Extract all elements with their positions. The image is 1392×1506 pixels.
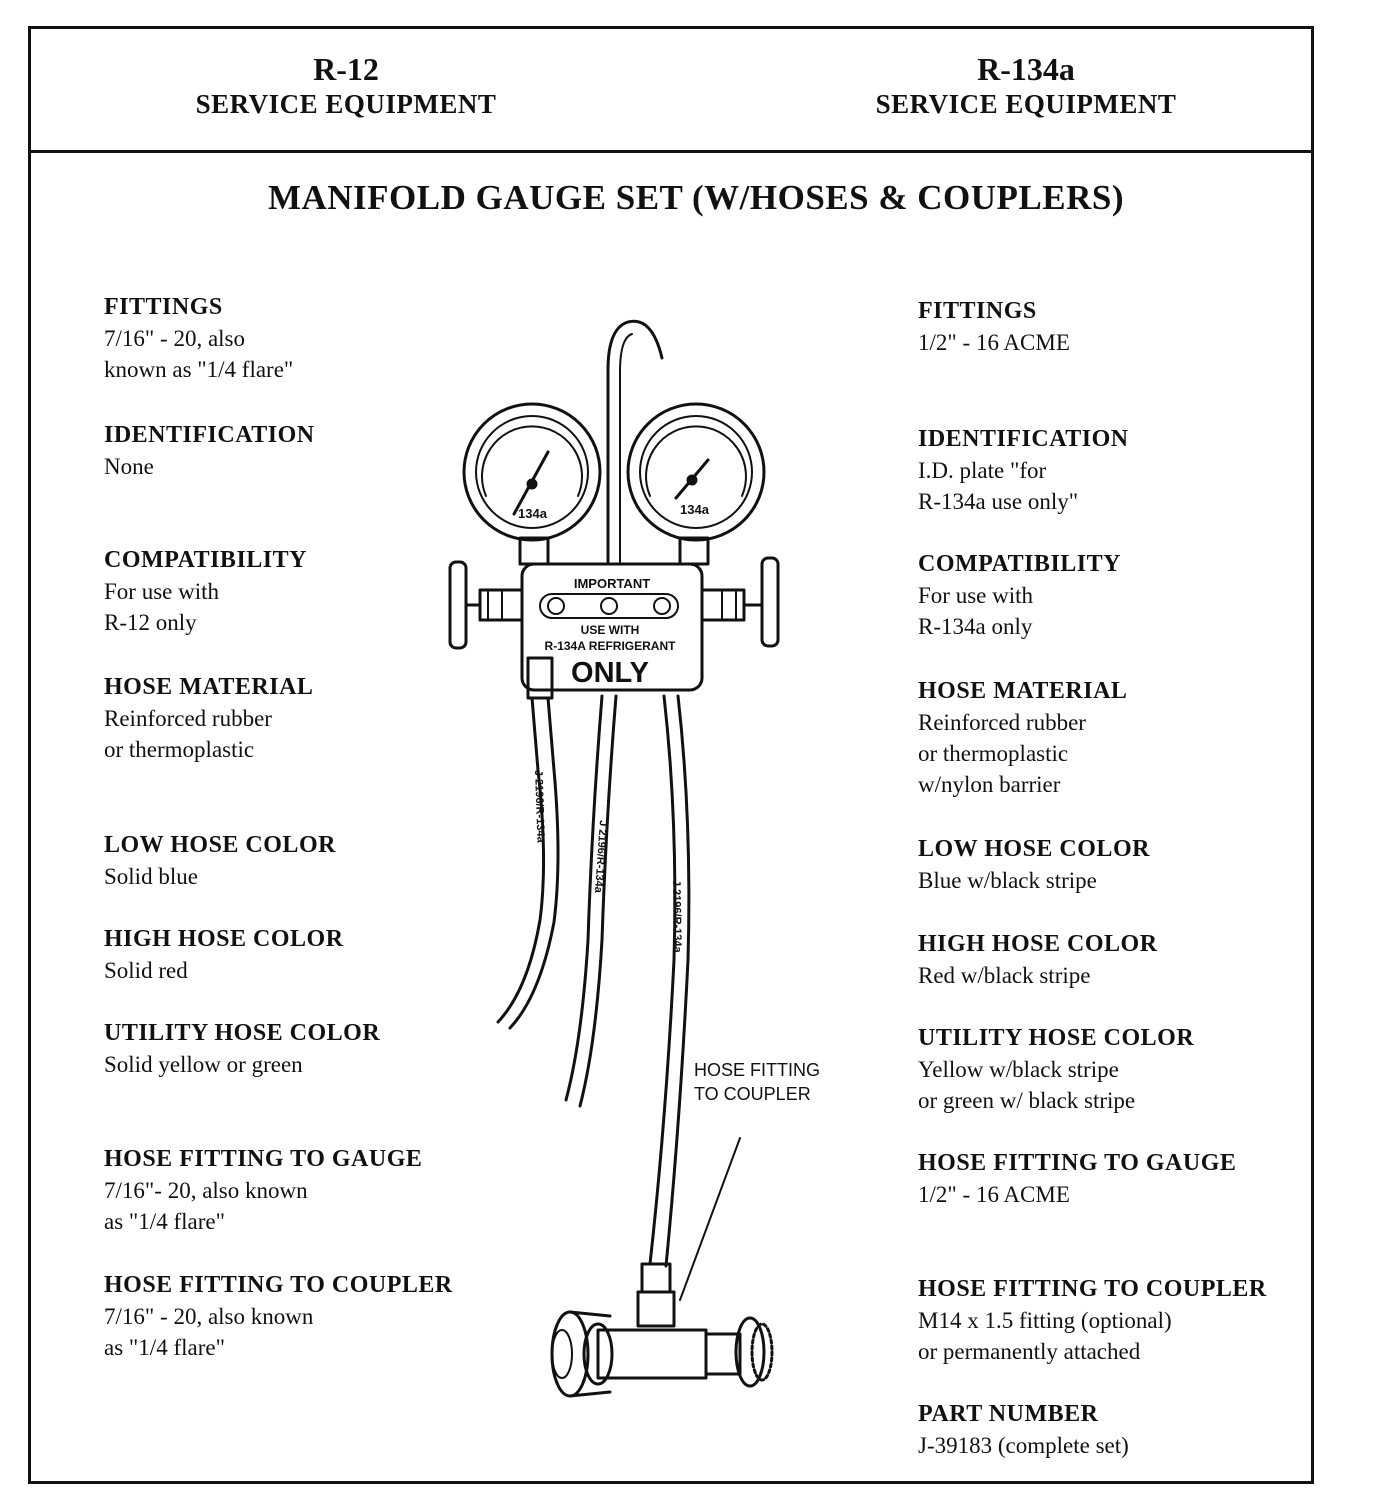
plate-important: IMPORTANT [574,576,650,591]
spec-value: I.D. plate "for R-134a use only" [918,458,1079,514]
right-spec-part-number: PART NUMBER J-39183 (complete set) [918,1399,1129,1461]
header-left: R-12 SERVICE EQUIPMENT [121,51,571,121]
left-spec-fittings: FITTINGS 7/16" - 20, also known as "1/4 … [104,292,293,385]
right-refrigerant-heading: R-134a [977,51,1075,87]
spec-label: FITTINGS [104,294,223,320]
spec-value: Red w/black stripe [918,963,1091,988]
spec-value: None [104,454,154,479]
spec-value: Reinforced rubber or thermoplastic [104,706,272,762]
spec-value: Yellow w/black stripe or green w/ black … [918,1057,1136,1113]
left-refrigerant-heading: R-12 [313,51,379,87]
callout-text: HOSE FITTING TO COUPLER [694,1060,820,1104]
spec-label: HOSE FITTING TO GAUGE [104,1146,423,1172]
spec-value: Solid yellow or green [104,1052,303,1077]
spec-value: Solid red [104,958,188,983]
spec-value: Blue w/black stripe [918,868,1097,893]
left-spec-utility-hose-color: UTILITY HOSE COLOR Solid yellow or green [104,1018,380,1080]
low-valve-knob [448,560,468,650]
right-spec-hose-fitting-coupler: HOSE FITTING TO COUPLER M14 x 1.5 fittin… [918,1274,1267,1367]
spec-label: HOSE FITTING TO COUPLER [104,1272,453,1298]
spec-label: UTILITY HOSE COLOR [104,1020,381,1046]
plate-refrigerant: R-134A REFRIGERANT [545,639,677,653]
hose-print-middle: J 2196/R-134a [592,820,609,894]
left-spec-identification: IDENTIFICATION None [104,420,315,482]
high-valve-knob [760,556,780,648]
right-spec-low-hose-color: LOW HOSE COLOR Blue w/black stripe [918,834,1150,896]
header-right: R-134a SERVICE EQUIPMENT [801,51,1251,121]
manifold-gauge-illustration: 134a 134a IMPORTANT USE WITH R-134A REFR… [448,319,780,1398]
right-spec-identification: IDENTIFICATION I.D. plate "for R-134a us… [918,424,1129,517]
hose-print-right: J 2196/R-134a [670,880,683,954]
hose-fitting-to-coupler-callout: HOSE FITTING TO COUPLER [694,1058,820,1106]
right-spec-hose-material: HOSE MATERIAL Reinforced rubber or therm… [918,676,1127,800]
left-spec-hose-material: HOSE MATERIAL Reinforced rubber or therm… [104,672,313,765]
spec-label: LOW HOSE COLOR [104,832,336,858]
spec-value: Reinforced rubber or thermoplastic w/nyl… [918,710,1086,797]
left-spec-compatibility: COMPATIBILITY For use with R-12 only [104,545,307,638]
hanger-hook [606,319,664,564]
spec-label: HOSE MATERIAL [918,678,1128,704]
spec-label: UTILITY HOSE COLOR [918,1025,1195,1051]
right-gauge-label: 134a [680,502,710,517]
spec-label: IDENTIFICATION [918,426,1129,452]
left-spec-low-hose-color: LOW HOSE COLOR Solid blue [104,830,336,892]
plate-only: ONLY [571,657,649,689]
spec-value: Solid blue [104,864,198,889]
spec-value: For use with R-12 only [104,579,219,635]
low-side-gauge [462,402,602,542]
high-side-hose [648,694,677,1266]
document-frame: R-12 SERVICE EQUIPMENT R-134a SERVICE EQ… [28,26,1314,1484]
manifold-body [520,562,704,692]
spec-value: 7/16"- 20, also known as "1/4 flare" [104,1178,308,1234]
coupler-body [596,1328,708,1380]
spec-value: 1/2" - 16 ACME [918,1182,1070,1207]
page-title: MANIFOLD GAUGE SET (W/HOSES & COUPLERS) [267,178,1125,217]
right-service-equipment: SERVICE EQUIPMENT [875,89,1177,119]
left-spec-hose-fitting-gauge: HOSE FITTING TO GAUGE 7/16"- 20, also kn… [104,1144,422,1237]
spec-label: COMPATIBILITY [918,551,1121,577]
left-service-equipment: SERVICE EQUIPMENT [195,89,497,119]
spec-value: For use with R-134a only [918,583,1033,639]
hose-print-left: J 2196/R-134a [532,770,547,844]
spec-value: 7/16" - 20, also known as "1/4 flare" [104,1304,314,1360]
spec-value: M14 x 1.5 fitting (optional) or permanen… [918,1308,1172,1364]
left-gauge-label: 134a [518,506,548,521]
left-spec-hose-fitting-coupler: HOSE FITTING TO COUPLER 7/16" - 20, also… [104,1270,453,1363]
right-spec-utility-hose-color: UTILITY HOSE COLOR Yellow w/black stripe… [918,1023,1194,1116]
utility-hose [564,694,604,1102]
right-spec-hose-fitting-gauge: HOSE FITTING TO GAUGE 1/2" - 16 ACME [918,1148,1236,1210]
plate-use-with: USE WITH [581,623,640,637]
spec-label: HOSE MATERIAL [104,674,314,700]
callout-leader [679,1137,741,1301]
spec-value: J-39183 (complete set) [918,1433,1129,1458]
left-spec-high-hose-color: HIGH HOSE COLOR Solid red [104,924,344,986]
spec-value: 7/16" - 20, also known as "1/4 flare" [104,326,294,382]
header-row: R-12 SERVICE EQUIPMENT R-134a SERVICE EQ… [31,29,1311,153]
spec-label: HIGH HOSE COLOR [104,926,344,952]
spec-value: 1/2" - 16 ACME [918,330,1070,355]
low-side-hose [496,696,546,1024]
right-spec-high-hose-color: HIGH HOSE COLOR Red w/black stripe [918,929,1158,991]
spec-label: FITTINGS [918,298,1037,324]
right-spec-compatibility: COMPATIBILITY For use with R-134a only [918,549,1121,642]
high-side-gauge [626,402,766,542]
spec-label: HOSE FITTING TO GAUGE [918,1150,1237,1176]
spec-label: IDENTIFICATION [104,422,315,448]
spec-label: PART NUMBER [918,1401,1099,1427]
right-spec-fittings: FITTINGS 1/2" - 16 ACME [918,296,1070,358]
spec-label: LOW HOSE COLOR [918,836,1150,862]
spec-label: COMPATIBILITY [104,547,307,573]
spec-label: HIGH HOSE COLOR [918,931,1158,957]
spec-label: HOSE FITTING TO COUPLER [918,1276,1267,1302]
